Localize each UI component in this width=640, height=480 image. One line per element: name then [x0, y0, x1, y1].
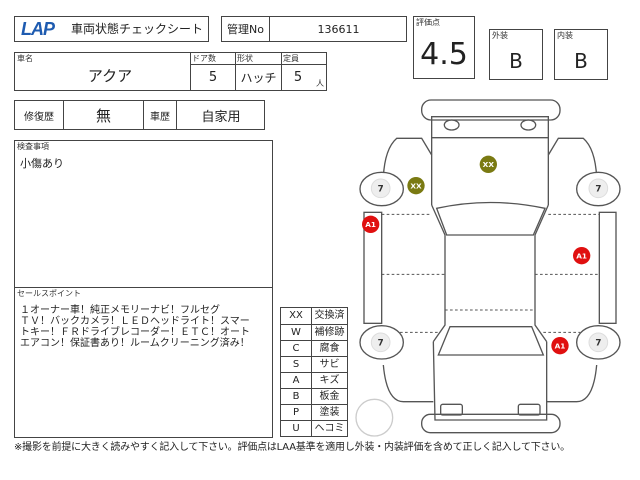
- capacity-value: 5: [293, 70, 303, 85]
- tire-depth-label: 7: [595, 185, 601, 195]
- legend-code: A: [281, 373, 312, 388]
- legend-code: C: [281, 341, 312, 356]
- exterior-score: B: [509, 49, 523, 73]
- interior-score: B: [574, 49, 588, 73]
- exterior-score-box: 外装 B: [489, 29, 543, 80]
- tire-depth-label: 7: [378, 339, 384, 349]
- legend-meaning: 腐食: [319, 343, 340, 354]
- legend-code: XX: [281, 308, 312, 324]
- legend-row: B 板金: [281, 388, 347, 404]
- rear-window: [437, 326, 545, 356]
- legend-meaning: 板金: [319, 391, 340, 402]
- vehicle-name-label: 車名: [17, 54, 33, 63]
- tire-depth-label: 7: [595, 339, 601, 349]
- repair-history-label: 修復歴: [24, 111, 54, 123]
- overall-score: 4.5: [420, 36, 468, 72]
- legend-row: C 腐食: [281, 340, 347, 356]
- rear-fender-right: [546, 364, 598, 403]
- interior-score-label: 内装: [557, 31, 573, 40]
- vehicle-info-row: 車名 アクア ドア数 形状 定員 5 ハッチ 5 人: [14, 52, 327, 91]
- sales-point-box: セールスポイント １オーナー車！純正メモリーナビ！フルセグ ＴＶ！バックカメラ！…: [14, 287, 273, 438]
- overall-score-label: 評価点: [416, 18, 440, 27]
- lap-logo: LAP: [21, 19, 55, 39]
- capacity-unit: 人: [316, 79, 324, 88]
- mark-a1-left: [362, 215, 380, 233]
- shape-value: ハッチ: [240, 71, 277, 85]
- rear-bumper: [421, 413, 561, 434]
- usage-history-label: 車歴: [150, 111, 170, 123]
- legend-row: S サビ: [281, 356, 347, 372]
- inspection-box: 検査事項 小傷あり: [14, 140, 273, 288]
- legend-code: W: [281, 325, 312, 340]
- sales-line: トキー！ＦＲドライブレコーダー！ＥＴＣ！オート: [20, 327, 250, 338]
- legend-code: B: [281, 389, 312, 404]
- rear-body: [432, 341, 548, 421]
- sheet-title: 車両状態チェックシート: [71, 22, 204, 36]
- legend-meaning: ヘコミ: [314, 423, 345, 434]
- control-no-value: 136611: [317, 22, 360, 36]
- usage-history-value: 自家用: [201, 109, 241, 125]
- car-damage-diagram: 7 7 7 7 XX XX A1 A1 A1: [355, 99, 621, 437]
- legend-meaning: 補修跡: [314, 327, 345, 338]
- legend-code: P: [281, 405, 312, 420]
- footer-note: ※撮影を前提に大きく読みやすく記入して下さい。評価点はLAA基準を適用し外装・内…: [14, 442, 570, 453]
- side-panel-left: [363, 211, 383, 324]
- mark-xx-hood: [479, 155, 497, 173]
- mark-xx-fender: [407, 177, 425, 195]
- history-row: 修復歴 無 車歴 自家用: [14, 100, 265, 130]
- hood: [431, 116, 549, 205]
- doors-value: 5: [208, 70, 218, 85]
- sales-point-label: セールスポイント: [17, 289, 81, 298]
- vehicle-name: アクア: [87, 66, 133, 85]
- taillight-left: [440, 403, 463, 416]
- side-panel-right: [598, 211, 617, 324]
- legend-code: S: [281, 357, 312, 372]
- inspection-text: 小傷あり: [20, 157, 64, 170]
- exterior-score-label: 外装: [492, 31, 508, 40]
- legend-meaning: サビ: [319, 359, 340, 370]
- control-no-label: 管理No: [227, 23, 264, 36]
- mark-a1-rear: [551, 337, 569, 355]
- title-box: LAP 車両状態チェックシート: [14, 16, 209, 42]
- legend-row: A キズ: [281, 372, 347, 388]
- mark-a1-rear-label: A1: [555, 341, 566, 350]
- doors-label: ドア数: [192, 54, 216, 63]
- mark-a1-left-label: A1: [365, 220, 376, 229]
- mark-xx-fender-label: XX: [410, 181, 422, 190]
- sales-line: エアコン！保証書あり！ルームクリーニング済み！: [20, 338, 250, 349]
- mark-xx-hood-label: XX: [483, 160, 495, 169]
- interior-score-box: 内装 B: [554, 29, 608, 80]
- legend-meaning: 塗装: [319, 407, 340, 418]
- taillight-right: [517, 403, 541, 416]
- tires: [359, 171, 621, 360]
- capacity-label: 定員: [283, 54, 299, 63]
- windshield: [435, 201, 546, 236]
- overall-score-box: 評価点 4.5: [413, 16, 475, 79]
- cabin: [431, 204, 549, 343]
- front-fender-right: [547, 137, 598, 177]
- repair-history-value: 無: [95, 106, 111, 125]
- front-fender-left: [382, 137, 433, 177]
- tire-depth-label: 7: [378, 185, 384, 195]
- mark-a1-right: [573, 247, 591, 265]
- sales-line: １オーナー車！純正メモリーナビ！フルセグ: [20, 305, 220, 316]
- headlight-left: [443, 119, 460, 131]
- control-no-box: 管理No 136611: [221, 16, 407, 42]
- inspection-label: 検査事項: [17, 142, 49, 151]
- rear-fender-left: [382, 364, 434, 403]
- front-bumper: [421, 99, 561, 121]
- legend-row: P 塗装: [281, 404, 347, 420]
- shape-label: 形状: [237, 54, 253, 63]
- headlight-right: [520, 119, 537, 131]
- spare-tire-circle: [355, 398, 394, 437]
- sales-line: ＴＶ！バックカメラ！ＬＥＤヘッドライト！スマー: [20, 316, 250, 327]
- legend-meaning: キズ: [319, 375, 340, 386]
- legend-code: U: [281, 421, 312, 436]
- mark-a1-right-label: A1: [576, 251, 587, 260]
- legend-meaning: 交換済: [314, 310, 345, 321]
